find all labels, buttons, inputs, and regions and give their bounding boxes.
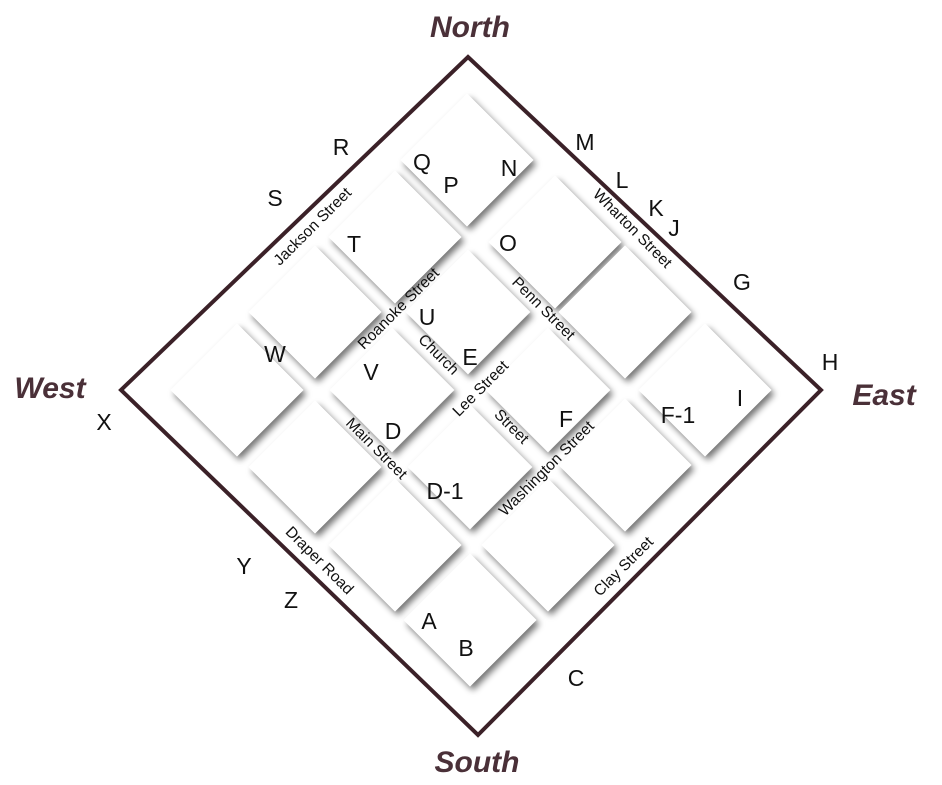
compass-south: South bbox=[435, 746, 520, 779]
marker-m: M bbox=[575, 129, 594, 155]
city-block bbox=[328, 170, 462, 304]
city-block bbox=[170, 323, 304, 457]
location-markers: A B C D D-1 E F F-1 G H I J K L M N O P … bbox=[96, 129, 838, 691]
city-block bbox=[558, 398, 692, 532]
marker-d1: D-1 bbox=[426, 478, 463, 504]
marker-d: D bbox=[385, 418, 402, 444]
marker-c: C bbox=[568, 665, 585, 691]
marker-t: T bbox=[347, 231, 361, 257]
marker-q: Q bbox=[413, 149, 431, 175]
marker-u: U bbox=[419, 304, 436, 330]
marker-g: G bbox=[733, 269, 751, 295]
city-block bbox=[488, 175, 622, 309]
marker-f: F bbox=[559, 406, 573, 432]
compass-west: West bbox=[14, 372, 87, 405]
marker-k: K bbox=[648, 195, 664, 221]
marker-e: E bbox=[462, 344, 477, 370]
marker-a: A bbox=[421, 608, 437, 634]
marker-f1: F-1 bbox=[661, 402, 696, 428]
marker-s: S bbox=[267, 185, 282, 211]
marker-i: I bbox=[737, 385, 743, 411]
city-block bbox=[328, 478, 462, 612]
marker-r: R bbox=[333, 134, 350, 160]
marker-j: J bbox=[668, 215, 680, 241]
marker-y: Y bbox=[236, 553, 251, 579]
city-block bbox=[485, 327, 611, 453]
city-block bbox=[558, 245, 692, 379]
marker-l: L bbox=[616, 167, 629, 193]
town-boundary bbox=[118, 54, 824, 738]
marker-b: B bbox=[458, 635, 473, 661]
marker-n: N bbox=[501, 155, 518, 181]
city-block bbox=[481, 478, 615, 612]
marker-w: W bbox=[264, 341, 286, 367]
city-block bbox=[403, 553, 537, 687]
marker-z: Z bbox=[284, 587, 298, 613]
compass-north: North bbox=[430, 11, 510, 44]
compass-east: East bbox=[852, 379, 917, 412]
marker-o: O bbox=[499, 230, 517, 256]
city-block bbox=[400, 93, 534, 227]
city-block bbox=[248, 245, 382, 379]
marker-v: V bbox=[363, 359, 379, 385]
city-block bbox=[638, 323, 772, 457]
marker-p: P bbox=[443, 172, 458, 198]
city-block bbox=[248, 400, 382, 534]
marker-x: X bbox=[96, 409, 111, 435]
marker-h: H bbox=[822, 349, 839, 375]
city-blocks bbox=[170, 93, 772, 687]
